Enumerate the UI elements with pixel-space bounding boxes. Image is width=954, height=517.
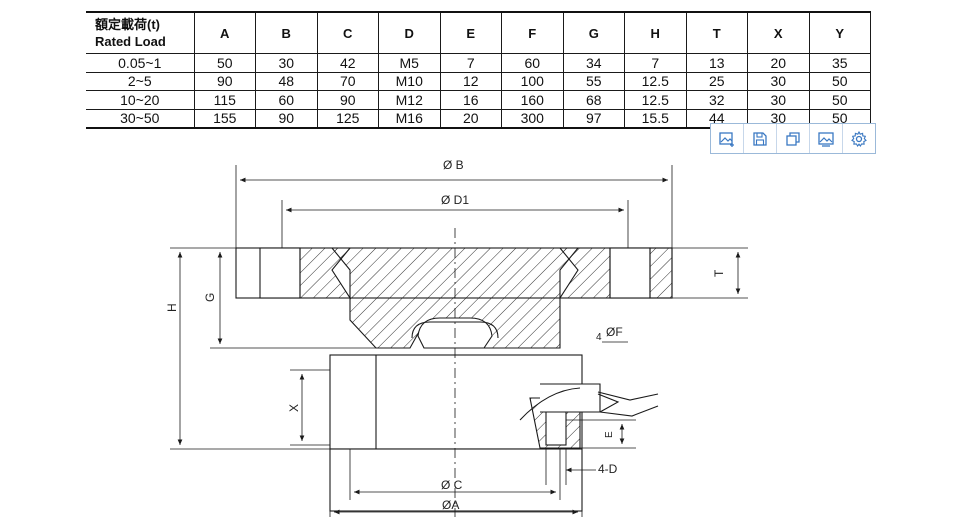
table-cell: 48	[255, 71, 318, 91]
table-cell: M5	[378, 53, 441, 73]
label-h: H	[165, 303, 179, 312]
column-header: X	[747, 11, 810, 54]
label-t: T	[712, 269, 726, 277]
rated-load-cell: 10~20	[86, 90, 195, 110]
column-header: F	[501, 11, 564, 54]
label-diameter-d1: Ø D1	[441, 193, 469, 207]
dimension-lines	[170, 165, 748, 517]
table-cell: 30	[747, 90, 810, 110]
table-cell: 34	[562, 53, 625, 73]
column-header: A	[193, 11, 256, 54]
table-cell: M12	[378, 90, 441, 110]
table-cell: 125	[316, 108, 379, 129]
column-header: D	[378, 11, 441, 54]
label-diameter-c: Ø C	[441, 478, 463, 492]
table-cell: 50	[808, 71, 871, 91]
table-cell: 30	[747, 71, 810, 91]
table-cell: 12.5	[624, 71, 687, 91]
table-cell: 50	[808, 90, 871, 110]
table-cell: 20	[747, 53, 810, 73]
table-row: 10~20 115 60 90 M12 16 160 68 12.5 32 30…	[86, 90, 871, 110]
table-cell: 60	[255, 90, 318, 110]
label-e: E	[604, 431, 615, 438]
table-cell: 60	[501, 53, 564, 73]
table-cell: 13	[685, 53, 748, 73]
column-header: B	[255, 11, 318, 54]
table-cell: 50	[193, 53, 256, 73]
image-search-icon	[818, 131, 834, 147]
table-cell: 25	[685, 71, 748, 91]
table-row: 2~5 90 48 70 M10 12 100 55 12.5 25 30 50	[86, 71, 871, 91]
table-cell: 12	[439, 71, 502, 91]
copy-button[interactable]	[777, 124, 810, 153]
save-icon	[753, 131, 767, 146]
header-rated-load-cn: 額定載荷(t)	[95, 17, 160, 32]
rated-load-cell: 30~50	[86, 108, 195, 129]
table-cell: 55	[562, 71, 625, 91]
label-diameter-b: Ø B	[443, 158, 464, 172]
table-cell: 15.5	[624, 108, 687, 129]
label-f-count: 4	[596, 332, 602, 343]
header-rated-load-en: Rated Load	[95, 34, 166, 49]
table-cell: M16	[378, 108, 441, 129]
load-cell-drawing: Ø B Ø D1 T H G 4 ØF X E 4-D Ø C ØA	[165, 158, 748, 517]
header-rated-load: 額定載荷(t) Rated Load	[86, 11, 195, 54]
table-cell: 160	[501, 90, 564, 110]
column-header: T	[685, 11, 748, 54]
label-4-d: 4-D	[598, 462, 618, 476]
table-cell: M10	[378, 71, 441, 91]
label-g: G	[203, 293, 217, 302]
label-diameter-a: ØA	[442, 498, 459, 512]
gear-icon	[851, 130, 867, 147]
table-cell: 90	[255, 108, 318, 129]
table-cell: 16	[439, 90, 502, 110]
table-cell: 7	[439, 53, 502, 73]
column-header: C	[316, 11, 379, 54]
table-cell: 300	[501, 108, 564, 129]
save-button[interactable]	[744, 124, 777, 153]
table-cell: 90	[316, 90, 379, 110]
label-x: X	[287, 404, 301, 412]
table-cell: 35	[808, 53, 871, 73]
table-cell: 30	[255, 53, 318, 73]
table-row: 30~50 155 90 125 M16 20 300 97 15.5 44 3…	[86, 108, 871, 129]
table-cell: 68	[562, 90, 625, 110]
settings-button[interactable]	[843, 124, 875, 153]
image-toolbar	[710, 123, 876, 154]
image-search-button[interactable]	[810, 124, 843, 153]
table-cell: 12.5	[624, 90, 687, 110]
table-row: 0.05~1 50 30 42 M5 7 60 34 7 13 20 35	[86, 53, 871, 73]
table-cell: 20	[439, 108, 502, 129]
label-diameter-f: ØF	[606, 325, 623, 339]
table-cell: 97	[562, 108, 625, 129]
column-header: Y	[808, 11, 871, 54]
table-cell: 32	[685, 90, 748, 110]
spec-table: 額定載荷(t) Rated Load A B C D E F G H T X Y…	[86, 11, 871, 129]
table-cell: 90	[193, 71, 256, 91]
column-header: G	[562, 11, 625, 54]
table-cell: 70	[316, 71, 379, 91]
image-plus-icon	[719, 131, 734, 147]
rated-load-cell: 2~5	[86, 71, 195, 91]
column-header: H	[624, 11, 687, 54]
table-cell: 155	[193, 108, 256, 129]
table-cell: 42	[316, 53, 379, 73]
table-cell: 115	[193, 90, 256, 110]
edit-image-button[interactable]	[711, 124, 744, 153]
rated-load-cell: 0.05~1	[86, 53, 195, 73]
load-cell-body	[329, 354, 659, 512]
table-cell: 100	[501, 71, 564, 91]
copy-icon	[786, 131, 800, 146]
table-header-row: 額定載荷(t) Rated Load A B C D E F G H T X Y	[86, 11, 871, 54]
table-cell: 7	[624, 53, 687, 73]
column-header: E	[439, 11, 502, 54]
